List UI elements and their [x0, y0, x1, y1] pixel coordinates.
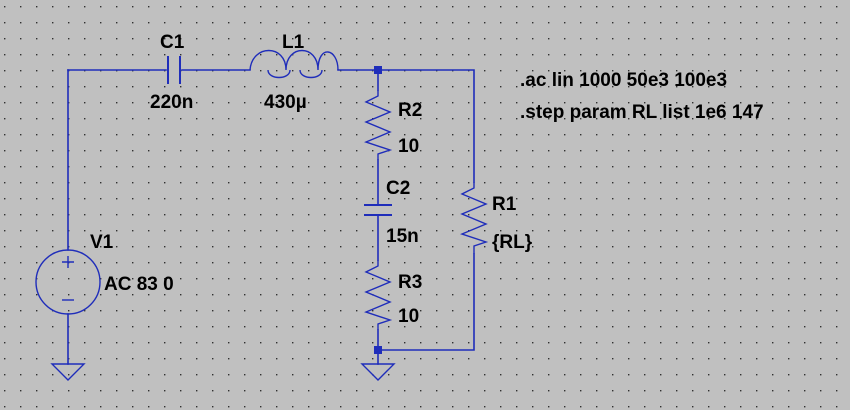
- c1-ref: C1: [160, 32, 185, 53]
- r1-ref: R1: [492, 194, 517, 215]
- r1-value: {RL}: [492, 232, 533, 253]
- ground-icon: [50, 363, 86, 381]
- wire-top-right[interactable]: [337, 69, 475, 183]
- ground-icon: [360, 363, 396, 381]
- capacitor-icon[interactable]: [364, 204, 392, 216]
- v1-value: AC 83 0: [104, 274, 174, 295]
- junction-top: [374, 66, 382, 74]
- voltage-source-icon[interactable]: [35, 249, 101, 315]
- junction-bottom: [374, 346, 382, 354]
- capacitor-icon[interactable]: [167, 56, 181, 84]
- resistor-icon[interactable]: [364, 260, 393, 330]
- resistor-icon[interactable]: [364, 90, 393, 160]
- c1-value: 220n: [150, 92, 193, 113]
- wire-r1-bottom[interactable]: [377, 253, 475, 351]
- r2-value: 10: [398, 136, 419, 157]
- resistor-icon[interactable]: [460, 182, 489, 254]
- r3-value: 10: [398, 306, 419, 327]
- r2-ref: R2: [398, 100, 422, 121]
- l1-ref: L1: [282, 32, 305, 53]
- r3-ref: R3: [398, 272, 422, 293]
- spice-directive-ac[interactable]: .ac lin 1000 50e3 100e3: [520, 70, 727, 91]
- v1-ref: V1: [90, 232, 114, 253]
- inductor-icon[interactable]: [249, 49, 339, 79]
- wires: [67, 69, 475, 365]
- l1-value: 430µ: [264, 92, 307, 113]
- c2-value: 15n: [386, 226, 419, 247]
- c2-ref: C2: [386, 178, 410, 199]
- spice-directive-step[interactable]: .step param RL list 1e6 147: [520, 102, 764, 123]
